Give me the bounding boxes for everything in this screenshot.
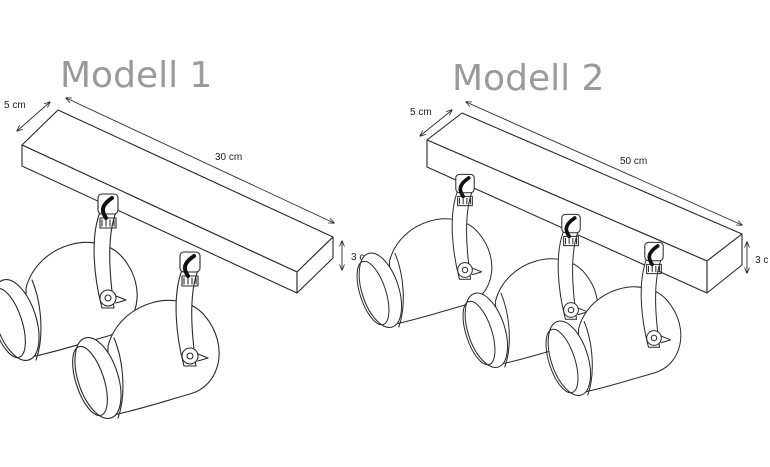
model-2-height-label: 3 c [755, 255, 768, 266]
model-1-depth-label: 5 cm [4, 100, 26, 111]
model-2-depth-arrow [420, 110, 452, 136]
model-1-length-arrow [66, 98, 334, 223]
model-2-depth-label: 5 cm [410, 107, 432, 118]
model-2-title: Modell 2 [452, 58, 604, 99]
model-1-drawing: Modell 1 5 cm 30 cm 3 cn [0, 55, 370, 427]
model-1-length-label: 30 cm [215, 152, 242, 163]
model-1-title: Modell 1 [60, 55, 212, 96]
model-1-depth-arrow [17, 102, 50, 131]
model-2-drawing: Modell 2 5 cm 50 cm 3 c [348, 58, 768, 403]
model-2-length-label: 50 cm [620, 156, 647, 167]
model-1-height-label: 3 cn [351, 252, 370, 263]
model-2-length-arrow [466, 102, 742, 225]
